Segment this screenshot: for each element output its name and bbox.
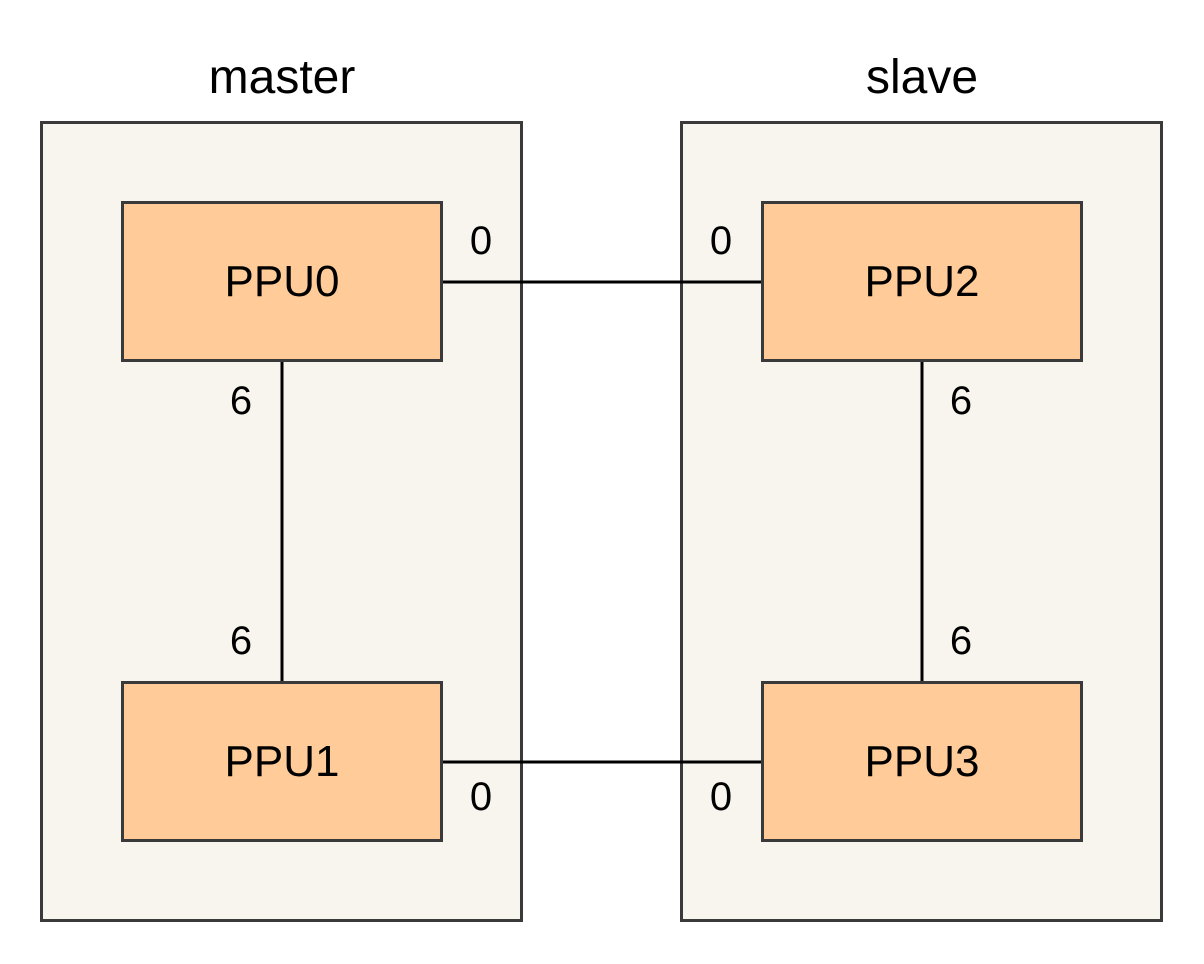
port-ppu0-bottom: 6: [229, 379, 253, 423]
node-ppu3-label: PPU3: [864, 736, 980, 786]
node-ppu2-label: PPU2: [864, 256, 980, 306]
port-ppu2-bottom: 6: [949, 379, 973, 423]
port-ppu0-right: 0: [469, 219, 493, 263]
slave-group-title: slave: [865, 51, 979, 104]
node-ppu0-label: PPU0: [224, 256, 340, 306]
node-ppu3: PPU3: [761, 681, 1083, 842]
port-ppu2-left: 0: [709, 219, 733, 263]
node-ppu1-label: PPU1: [224, 736, 340, 786]
node-ppu2: PPU2: [761, 201, 1083, 362]
master-group-title: master: [208, 51, 356, 104]
port-ppu3-left: 0: [709, 775, 733, 819]
node-ppu0: PPU0: [121, 201, 443, 362]
port-ppu1-top: 6: [229, 619, 253, 663]
port-ppu1-right: 0: [469, 775, 493, 819]
port-ppu3-top: 6: [949, 619, 973, 663]
node-ppu1: PPU1: [121, 681, 443, 842]
